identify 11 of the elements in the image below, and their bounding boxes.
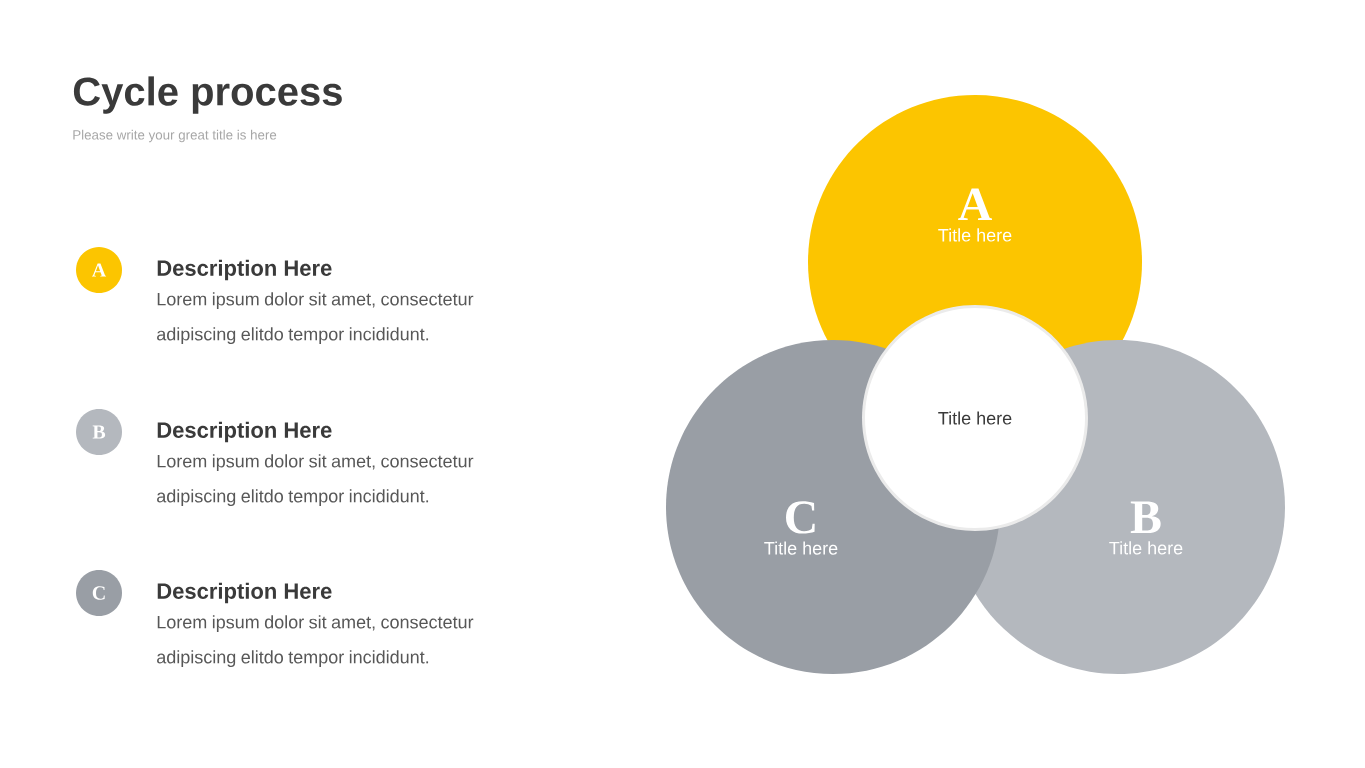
description-heading: Description Here [157,582,332,604]
letter-badge: A [76,247,122,293]
description-text: Lorem ipsum dolor sit amet, consectetur adipiscing elitdo tempor incididunt. [157,615,474,668]
subtitle: Please write your great title is here [73,129,277,143]
letter-badge: C [76,570,122,616]
description-heading: Description Here [157,259,332,281]
description-text: Lorem ipsum dolor sit amet, consectetur adipiscing elitdo tempor incididunt. [157,454,474,507]
description-text: Lorem ipsum dolor sit amet, consectetur adipiscing elitdo tempor incididunt. [157,292,474,345]
description-heading: Description Here [157,421,332,443]
letter-badge: B [76,409,122,455]
title: Cycle process [73,76,342,114]
